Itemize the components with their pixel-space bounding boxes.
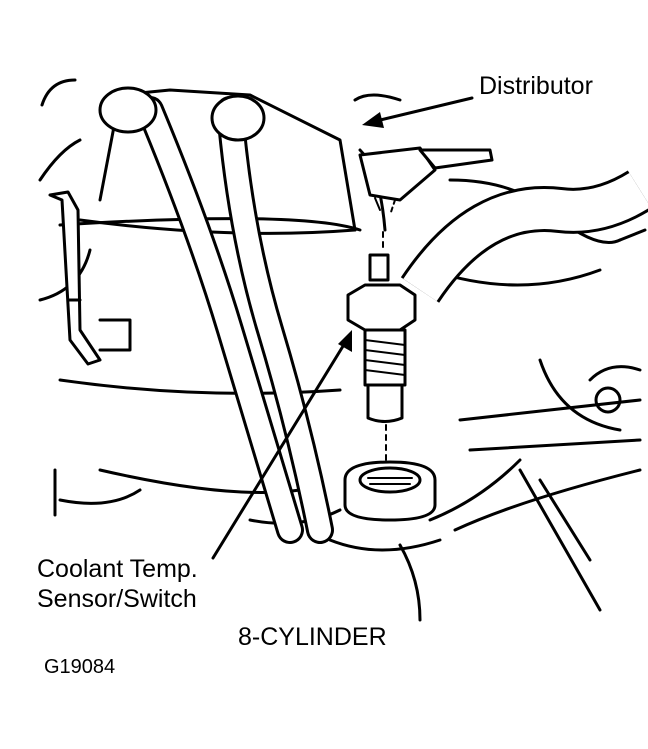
radiator-hose [400,170,648,304]
distributor-label: Distributor [479,72,593,100]
threaded-port [343,460,437,522]
bracket [48,190,132,517]
spark-plug-wires [98,86,334,544]
engine-caption: 8-CYLINDER [238,623,387,651]
leader-arrows [211,96,474,560]
coolant-temp-sensor [346,231,417,463]
sensor-label-line2: Sensor/Switch [37,585,197,613]
sensor-label-line1: Coolant Temp. [37,555,198,583]
figure-id: G19084 [44,656,116,678]
connector-plug [358,146,494,216]
